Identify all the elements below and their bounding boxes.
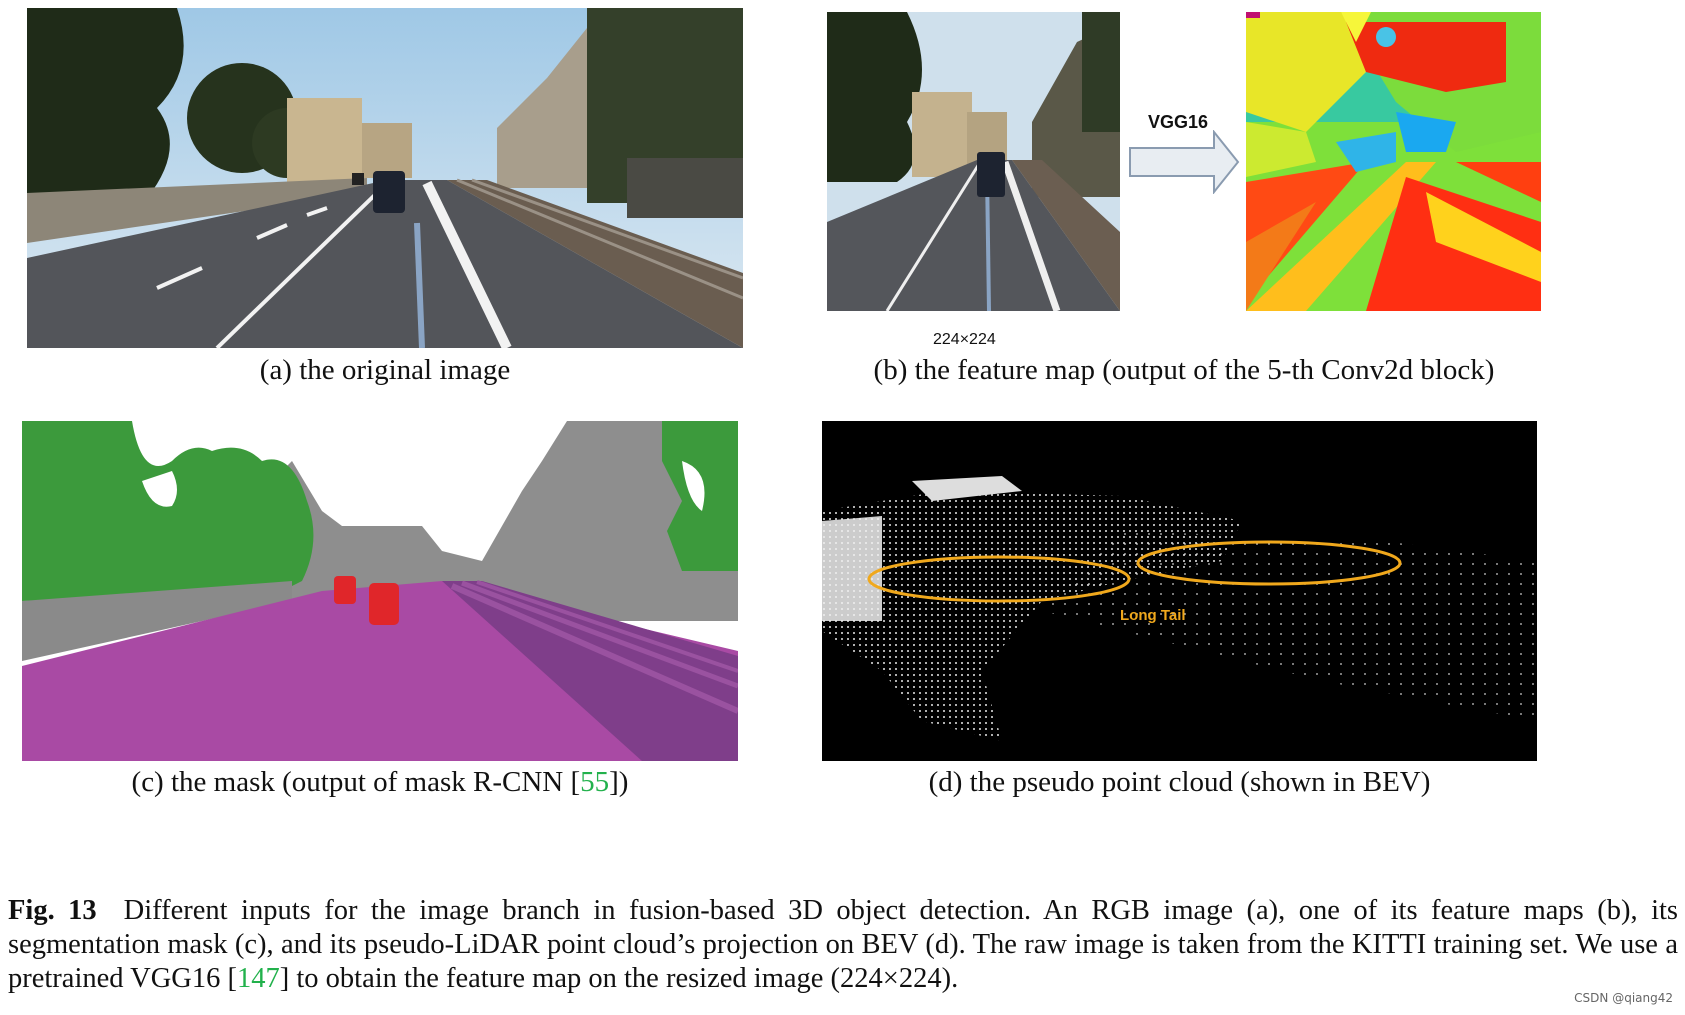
caption-d: (d) the pseudo point cloud (shown in BEV… <box>928 766 1431 798</box>
vgg16-arrow-icon <box>1128 129 1240 195</box>
figure-caption-text: Different inputs for the image branch in… <box>8 895 1679 994</box>
figure-caption-text-end: ] to obtain the feature map on the resiz… <box>279 963 959 994</box>
vgg16-label: VGG16 <box>1148 112 1209 132</box>
resized-image <box>827 12 1120 311</box>
figure-caption: Fig. 13 Different inputs for the image b… <box>8 894 1678 996</box>
ref-link-147[interactable]: 147 <box>237 963 280 994</box>
feature-map-heatmap <box>1246 12 1541 311</box>
size-label: 224×224 <box>933 331 996 348</box>
caption-a: (a) the original image <box>259 354 511 386</box>
pseudo-point-cloud <box>822 421 1537 761</box>
ref-link-55[interactable]: 55 <box>580 766 610 798</box>
watermark: CSDN @qiang42 <box>1574 991 1673 1005</box>
caption-c-text: (c) the mask (output of mask R-CNN [ <box>131 766 581 798</box>
segmentation-mask <box>22 421 738 761</box>
long-tail-annotation: Long Tail <box>1120 607 1186 624</box>
figure-label: Fig. 13 <box>8 895 97 926</box>
caption-c: (c) the mask (output of mask R-CNN [55]) <box>22 766 738 799</box>
original-image <box>27 8 743 348</box>
caption-c-close: ]) <box>609 766 629 798</box>
caption-b: (b) the feature map (output of the 5-th … <box>873 354 1495 386</box>
